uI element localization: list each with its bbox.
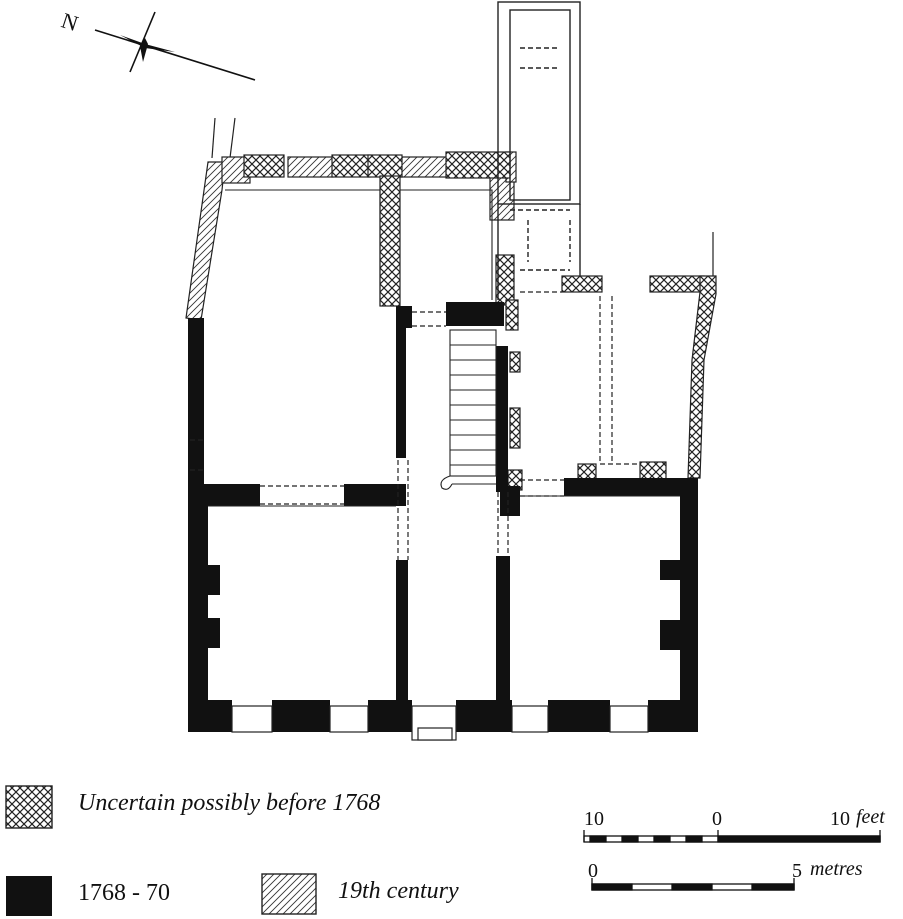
legend-swatch-uncertain (5, 785, 53, 829)
scale-metres-left: 0 (588, 860, 598, 882)
legend-swatch-1768-70 (6, 876, 52, 916)
north-label: N (58, 7, 81, 36)
walls-uncertain (243, 151, 717, 491)
room-outlines (208, 189, 680, 507)
dashed-openings (190, 291, 640, 560)
legend-label-1768-70: 1768 - 70 (78, 880, 170, 906)
north-arrow: N (58, 7, 256, 81)
scale-feet-mid: 0 (712, 808, 722, 830)
rear-extension (497, 1, 581, 300)
scale-bar-feet (583, 830, 881, 843)
walls-1768-70 (188, 302, 698, 732)
staircase (440, 329, 497, 490)
scale-bar-metres (591, 878, 795, 891)
legend (5, 785, 317, 916)
front-windows (231, 705, 649, 741)
scale-feet-unit: feet (856, 806, 885, 828)
legend-label-uncertain: Uncertain possibly before 1768 (78, 790, 381, 816)
scale-metres-unit: metres (810, 858, 863, 880)
legend-swatch-19th-century (261, 873, 317, 915)
scale-feet-right: 10 (830, 808, 850, 830)
scale-metres-right: 5 (792, 860, 802, 882)
legend-label-19th-century: 19th century (338, 878, 459, 904)
scale-feet-left: 10 (584, 808, 604, 830)
